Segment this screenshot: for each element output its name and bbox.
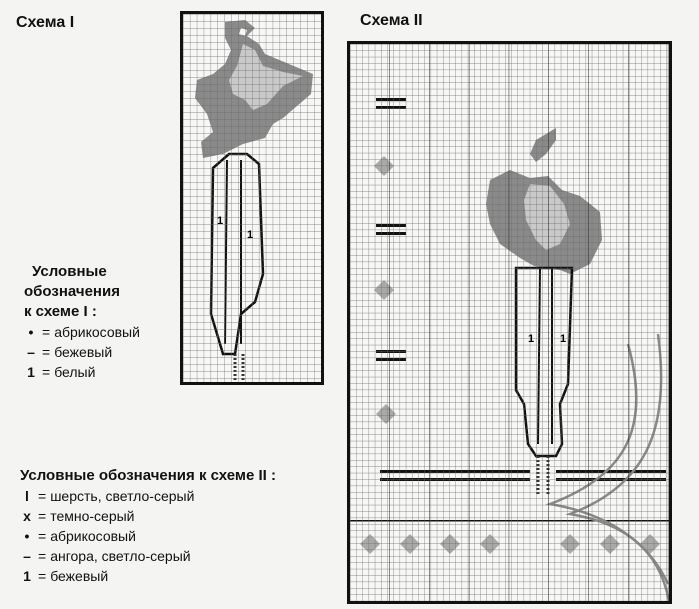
scheme2-legend-item: l= шерсть, светло-серый [20,486,276,506]
legend-symbol: – [23,548,31,564]
legend-symbol: 1 [27,364,35,380]
scheme1-legend-item: 1= белый [24,362,140,382]
scheme1-legend-item: •= абрикосовый [24,322,140,342]
scheme2-legend-heading: Условные обозначения к схеме II : [20,467,276,484]
scheme2-marker-a: 1 [528,333,534,345]
legend-label: белый [54,364,96,380]
scheme1-title: Схема I [16,14,75,31]
legend-symbol: • [28,324,34,340]
legend-symbol: x [23,508,31,524]
scheme1-chart: 1 1 [180,11,324,385]
legend-label: ангора, светло-серый [50,548,191,564]
scheme1-legend: Условные обозначения к схеме I : •= абри… [24,262,140,382]
scheme2-title: Схема II [360,12,423,29]
scheme2-legend: Условные обозначения к схеме II : l= шер… [20,466,276,586]
scheme1-marker-a: 1 [217,215,223,227]
legend-label: бежевый [50,568,109,584]
legend-symbol: 1 [23,568,31,584]
scheme1-grid: 1 1 [183,14,321,382]
scheme2-grid: 1 1 [350,44,669,601]
legend-label: темно-серый [50,508,135,524]
scheme1-legend-heading-2: обозначения [24,283,120,300]
scheme1-legend-item: –= бежевый [24,342,140,362]
scheme1-legend-heading-1: Условные [32,263,107,280]
legend-label: абрикосовый [54,324,140,340]
scheme1-marker-b: 1 [247,229,253,241]
legend-label: бежевый [54,344,113,360]
legend-label: абрикосовый [50,528,136,544]
scheme2-legend-item: •= абрикосовый [20,526,276,546]
legend-symbol: • [24,528,30,544]
scheme2-marker-b: 1 [560,333,566,345]
legend-symbol: l [25,488,29,504]
legend-symbol: – [27,344,35,360]
scheme2-legend-item: 1= бежевый [20,566,276,586]
legend-label: шерсть, светло-серый [50,488,195,504]
scheme2-legend-item: –= ангора, светло-серый [20,546,276,566]
scheme2-chart: 1 1 [347,41,672,604]
scheme2-legend-item: x= темно-серый [20,506,276,526]
scheme1-legend-heading-3: к схеме I : [24,303,97,320]
